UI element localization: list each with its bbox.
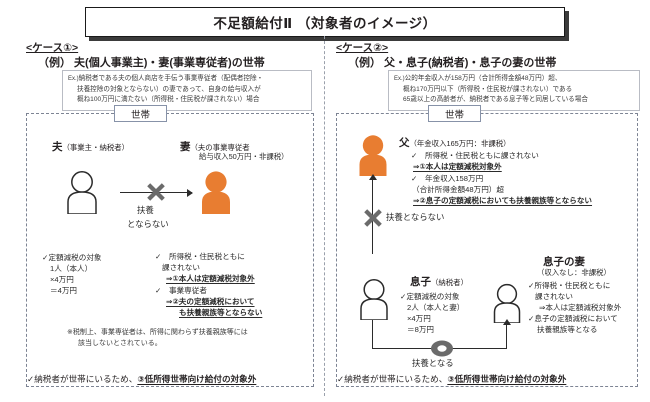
case2-household-label: 世帯	[428, 105, 482, 122]
up-arrow-icon	[501, 319, 513, 349]
vertical-dashed-divider	[324, 36, 325, 396]
case2-father-bullet-2: ✓ 年金収入158万円	[411, 174, 484, 183]
person-outline-icon	[355, 278, 393, 320]
case1-husband-bullet-1: 1人（本人）	[50, 264, 93, 273]
case2-tag: <ケース②>	[336, 42, 389, 54]
case1-wife-bullet-3: ✓ 事業専従者	[155, 286, 207, 295]
case2-father-relation-label: 扶養とならない	[386, 212, 445, 222]
case2-sonwife-bullet-0: ✓所得税・住民税ともに	[528, 281, 611, 290]
case2-son-name: 息子（納税者）	[410, 276, 468, 288]
case2-sonwife-bullet-2: ⇒本人は定額減税対象外	[539, 303, 622, 312]
person-filled-icon	[354, 134, 392, 176]
case2-ex-line-1: 概ね170万円以下（所得税・住民税が課されない）である	[403, 85, 573, 93]
case1-note-line-1: 該当しないとされている。	[78, 340, 162, 347]
case2-sonwife-sub: （収入なし：非課税）	[537, 268, 611, 277]
case2-father-highlight-1: ⇒①本人は定額減税対象外	[413, 162, 502, 171]
case1-wife-name: 妻（夫の事業専従者	[180, 141, 250, 153]
person-outline-icon	[62, 170, 102, 214]
o-circle-icon	[430, 340, 453, 357]
case1-husband-bullet-0: ✓定額減税の対象	[42, 253, 102, 262]
person-filled-icon	[196, 170, 236, 214]
case1-conclusion: ✓納税者が世帯にいるため、③低所得世帯向け給付の対象外	[27, 374, 257, 384]
person-outline-icon	[489, 283, 525, 323]
case1-wife-highlight-2b: も扶養親族等とならない	[179, 308, 263, 317]
case2-wife-relation-stem	[372, 320, 374, 349]
case2-son-bullet-1: 2人（本人と妻）	[407, 303, 465, 312]
case1-note-line-0: ※税制上、事業専従者は、所得に関わらず扶養親族等には	[67, 329, 248, 336]
case1-wife-highlight-1: ⇒①本人は定額減税対象外	[166, 274, 255, 283]
case1-relation-label-1: 扶養	[137, 205, 154, 215]
page-title: 不足額給付Ⅱ （対象者のイメージ）	[213, 16, 437, 31]
case2-father-bullet-3: （合計所得金額48万円）超	[412, 185, 504, 194]
case1-wife-subline-1: 給与収入50万円・非課税）	[199, 152, 289, 161]
case2-household-box	[336, 113, 638, 387]
case1-example-box: Ex.)納税者である夫の個人商店を手伝う事業専従者（配偶者控除・ 扶養控除の対象…	[62, 70, 312, 112]
case2-father-bullet-0: ✓ 所得税・住民税ともに課されない	[411, 151, 539, 160]
case2-ex-lead: Ex.)	[394, 76, 405, 82]
case1-wife-bullet-1: 課されない	[162, 263, 200, 272]
case1-ex-line-2: 概ね100万円に満たない（所得税・住民税が課されない）場合	[77, 96, 260, 104]
case2-sonwife-bullet-1: 課されない	[535, 292, 573, 301]
case1-husband-name: 夫（事業主・納税者）	[52, 141, 130, 153]
case1-husband-bullet-2: ×4万円	[50, 275, 74, 284]
case1-household-box	[26, 113, 314, 387]
case2-father-name: 父（年金収入165万円：非課税）	[399, 137, 511, 149]
case1-tag: <ケース①>	[26, 42, 79, 54]
title-banner: 不足額給付Ⅱ （対象者のイメージ）	[85, 7, 569, 41]
case2-son-bullet-3: ＝8万円	[407, 325, 435, 334]
x-cross-icon	[145, 181, 167, 203]
case1-relation-label-2: とならない	[127, 219, 169, 229]
case2-father-highlight-2: ⇒②息子の定額減税においても扶養親族等とならない	[413, 196, 593, 205]
case1-wife-highlight-2a: ⇒②夫の定額減税において	[166, 297, 255, 306]
case2-sonwife-name: 息子の妻	[543, 256, 585, 268]
case2-ex-line-0: Ex.)公的年金収入が158万円（合計所得金額48万円）超、	[394, 75, 562, 82]
case1-husband-bullet-3: ＝4万円	[50, 286, 78, 295]
title-box: 不足額給付Ⅱ （対象者のイメージ）	[85, 7, 565, 37]
case1-ex-lead: Ex.)	[68, 76, 79, 82]
case2-ex-line-2: 65歳以上の高齢者が、納税者である息子等と同居している場合	[403, 96, 588, 104]
case1-ex-line-1: 扶養控除の対象とならない）の妻であって、自身の給与収入が	[77, 85, 261, 93]
case2-example: （例） 父・息子(納税者)・息子の妻の世帯	[348, 57, 557, 69]
case2-sonwife-bullet-4: 扶養親族等となる	[537, 325, 598, 334]
case2-conclusion: ✓納税者が世帯にいるため、③低所得世帯向け給付の対象外	[337, 374, 567, 384]
case2-son-bullet-2: ×4万円	[407, 314, 431, 323]
case1-ex-line-0: Ex.)納税者である夫の個人商店を手伝う事業専従者（配偶者控除・	[68, 75, 264, 82]
case1-household-label: 世帯	[114, 105, 168, 122]
case2-wife-relation-label: 扶養となる	[412, 358, 454, 368]
case2-example-box: Ex.)公的年金収入が158万円（合計所得金額48万円）超、 概ね170万円以下…	[388, 70, 640, 112]
case2-sonwife-bullet-3: ✓息子の定額減税において	[528, 314, 618, 323]
case1-example: （例） 夫(個人事業主)・妻(事業専従者)の世帯	[38, 57, 265, 69]
case2-son-bullet-0: ✓定額減税の対象	[400, 292, 460, 301]
x-cross-icon	[362, 207, 384, 229]
case1-wife-bullet-0: ✓ 所得税・住民税ともに	[155, 252, 245, 261]
